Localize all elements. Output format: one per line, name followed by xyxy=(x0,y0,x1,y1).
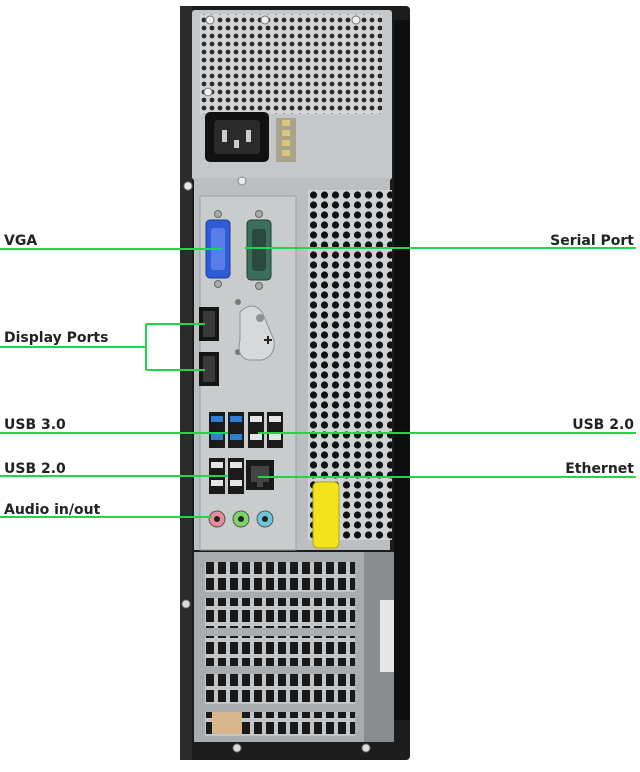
label-usb-3: USB 3.0 xyxy=(4,417,66,433)
psu-fan-grille xyxy=(200,14,382,114)
label-vga: VGA xyxy=(4,233,38,249)
label-serial-port: Serial Port xyxy=(550,233,634,249)
label-usb-2-right: USB 2.0 xyxy=(572,417,634,433)
usb-2-ports-right xyxy=(248,412,283,448)
label-ethernet: Ethernet xyxy=(565,461,634,477)
label-usb-2-left: USB 2.0 xyxy=(4,461,66,477)
usb-3-ports xyxy=(209,412,244,448)
label-display-ports: Display Ports xyxy=(4,330,109,346)
label-audio: Audio in/out xyxy=(4,502,101,518)
usb-2-ports-left xyxy=(209,458,244,494)
callout-lines xyxy=(0,247,636,518)
yellow-latch xyxy=(312,481,340,549)
